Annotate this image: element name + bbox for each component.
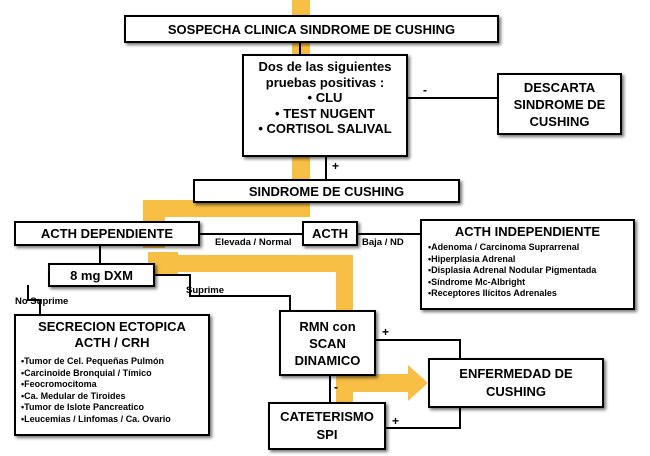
pruebas-item-clu: • CLU bbox=[307, 90, 343, 105]
sindrome-label: SINDROME DE CUSHING bbox=[248, 183, 405, 199]
sospecha-box: SOSPECHA CLINICA SINDROME DE CUSHING bbox=[124, 15, 499, 43]
plus-rmn-label: + bbox=[382, 325, 390, 339]
rmn-line-2: SCAN bbox=[309, 335, 346, 351]
secrecion-list: Tumor de Cel. Pequeñas Pulmón Carcinoide… bbox=[21, 356, 208, 426]
baja-nd-label: Baja / ND bbox=[362, 237, 404, 248]
plus-sindrome-label: + bbox=[332, 159, 340, 173]
descarta-line-3: CUSHING bbox=[529, 113, 590, 129]
link-lines bbox=[27, 42, 497, 429]
cateterismo-box: CATETERISMO SPI bbox=[268, 402, 386, 450]
enfermedad-line-1: ENFERMEDAD DE bbox=[459, 366, 573, 381]
list-item: Síndrome Mc-Albright bbox=[428, 277, 633, 289]
plus-cateterismo-label: + bbox=[392, 414, 400, 428]
descarta-line-1: DESCARTA bbox=[523, 79, 596, 95]
highlight-suprime bbox=[170, 255, 353, 272]
secrecion-title-2: ACTH / CRH bbox=[74, 335, 150, 350]
pruebas-item-nugent: • TEST NUGENT bbox=[275, 105, 375, 121]
link-rmn-enfermedad-plus bbox=[374, 339, 461, 358]
sindrome-box: SINDROME DE CUSHING bbox=[193, 179, 460, 203]
acth-label: ACTH bbox=[311, 226, 349, 241]
list-item: Leucemias / Linfomas / Ca. Ovario bbox=[21, 414, 208, 426]
elevada-normal-label: Elevada / Normal bbox=[215, 237, 292, 248]
pruebas-line-1: Dos de las siguientes bbox=[258, 59, 392, 74]
sospecha-label: SOSPECHA CLINICA SINDROME DE CUSHING bbox=[167, 21, 456, 37]
list-item: Receptores Ilícitos Adrenales bbox=[428, 288, 633, 300]
enfermedad-box: ENFERMEDAD DE CUSHING bbox=[428, 358, 604, 408]
list-item: Ca. Medular de Tiroides bbox=[21, 391, 208, 403]
link-dxm-suprime bbox=[155, 274, 291, 311]
rmn-line-1: RMN con bbox=[299, 318, 356, 334]
acth-dependiente-label: ACTH DEPENDIENTE bbox=[40, 226, 174, 241]
secrecion-ectopica-box: SECRECION ECTOPICA ACTH / CRH Tumor de C… bbox=[14, 314, 210, 436]
descarta-line-2: SINDROME DE bbox=[513, 96, 606, 112]
acth-dependiente-box: ACTH DEPENDIENTE bbox=[14, 221, 200, 246]
dxm-label: 8 mg DXM bbox=[70, 267, 133, 283]
enfermedad-line-2: CUSHING bbox=[486, 384, 546, 399]
descarta-box: DESCARTA SINDROME DE CUSHING bbox=[497, 73, 622, 135]
minus-descarta-label: - bbox=[423, 83, 427, 97]
list-item: Adenoma / Carcinoma Suprarrenal bbox=[428, 242, 633, 254]
pruebas-box: Dos de las siguientes pruebas positivas … bbox=[242, 54, 408, 157]
acth-independiente-title: ACTH INDEPENDIENTE bbox=[454, 224, 601, 239]
pruebas-line-2: pruebas positivas : bbox=[265, 74, 385, 90]
cateterismo-line-1: CATETERISMO bbox=[280, 409, 374, 424]
rmn-line-3: DINAMICO bbox=[294, 352, 361, 368]
list-item: Hiperplasia Adrenal bbox=[428, 254, 633, 266]
dxm-box: 8 mg DXM bbox=[48, 263, 155, 287]
minus-rmn-label: - bbox=[334, 380, 338, 394]
list-item: Displasia Adrenal Nodular Pigmentada bbox=[428, 265, 633, 277]
list-item: Carcinoide Bronquial / Tímico bbox=[21, 368, 208, 380]
acth-independiente-list: Adenoma / Carcinoma Suprarrenal Hiperpla… bbox=[428, 242, 633, 300]
acth-independiente-box: ACTH INDEPENDIENTE Adenoma / Carcinoma S… bbox=[420, 219, 635, 310]
rmn-box: RMN con SCAN DINAMICO bbox=[279, 310, 376, 376]
secrecion-title-1: SECRECION ECTOPICA bbox=[38, 319, 186, 334]
acth-box: ACTH bbox=[302, 221, 358, 246]
cateterismo-line-2: SPI bbox=[316, 427, 338, 442]
link-dxm-nosuprime bbox=[27, 285, 41, 315]
pruebas-item-cortisol: • CORTISOL SALIVAL bbox=[258, 121, 392, 136]
no-suprime-label: No Suprime bbox=[15, 296, 69, 307]
list-item: Tumor de Islote Pancreatico bbox=[21, 402, 208, 414]
link-cat-enfermedad bbox=[386, 408, 461, 429]
suprime-label: Suprime bbox=[186, 285, 225, 296]
highlight-branch bbox=[143, 200, 310, 217]
list-item: Feocromocitoma bbox=[21, 379, 208, 391]
list-item: Tumor de Cel. Pequeñas Pulmón bbox=[21, 356, 208, 368]
